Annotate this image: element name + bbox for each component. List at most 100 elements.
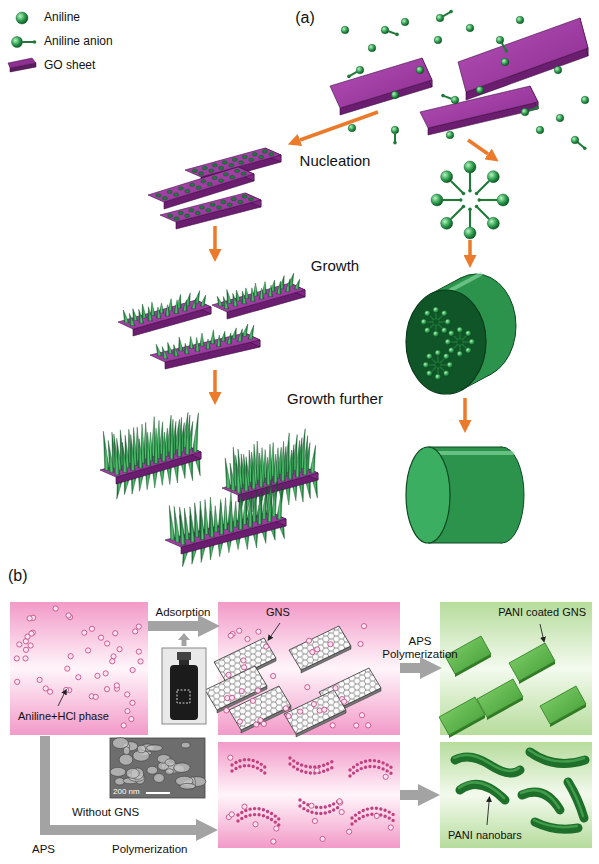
aniline-molecule: [125, 709, 130, 714]
go-sheet: [330, 58, 432, 108]
anion-tail: [427, 321, 433, 322]
polyaniline-spike: [181, 463, 186, 478]
polyaniline-spike: [131, 478, 136, 494]
polyaniline-spike: [195, 459, 200, 476]
aniline-molecule: [435, 350, 441, 356]
sem-texture: [154, 774, 165, 783]
process-arrow: [400, 790, 418, 800]
anion-tail: [437, 356, 438, 362]
aniline-molecule: [443, 354, 449, 360]
growing-tube: [406, 274, 516, 394]
aniline-molecule: [436, 14, 444, 22]
aniline-molecule: [391, 91, 399, 99]
leader-line: [271, 623, 280, 636]
aniline-molecule: [401, 18, 409, 26]
polyaniline-spike: [200, 333, 205, 346]
polyaniline-spike: [302, 436, 307, 475]
anion-tail: [454, 344, 458, 348]
anion-tail: [462, 344, 466, 348]
sem-texture: [147, 766, 158, 774]
panel-label: (a): [295, 9, 315, 27]
aniline-molecule: [226, 672, 231, 677]
nucleation-site: [248, 198, 253, 201]
aniline-molecule: [445, 319, 451, 325]
aniline-molecule: [425, 327, 431, 333]
nucleation-site: [242, 195, 247, 198]
aniline-molecule: [339, 809, 344, 814]
aniline-molecule: [110, 659, 115, 664]
nucleation-site: [249, 158, 254, 161]
aniline-molecule: [496, 36, 504, 44]
aniline-molecule: [464, 227, 476, 239]
polyaniline-spike: [210, 330, 215, 344]
anion-tail: [437, 323, 439, 325]
aniline-molecule: [423, 362, 429, 368]
nucleation-site: [178, 187, 183, 190]
anion-tail: [451, 341, 457, 342]
anion-tail: [535, 106, 539, 110]
aniline-molecule: [121, 723, 126, 728]
anion-tail: [461, 343, 463, 345]
aniline-molecule: [374, 813, 379, 818]
process-box: PANI nanobars: [440, 742, 592, 848]
anion-tail: [347, 75, 351, 79]
nucleation-site: [173, 193, 178, 196]
polyaniline-spike: [242, 291, 247, 304]
polyaniline-spike: [242, 324, 248, 336]
polyaniline-spike: [244, 536, 249, 550]
anion-tail: [451, 181, 464, 194]
aniline-molecule: [229, 695, 234, 700]
anion-tail: [430, 316, 434, 320]
aniline-molecule: [133, 629, 138, 634]
polyaniline-spike: [117, 482, 122, 499]
polyaniline-spike: [214, 506, 219, 532]
polyaniline-spike: [227, 333, 232, 344]
polyaniline-spike: [154, 428, 159, 463]
leader-line: [58, 694, 64, 706]
aniline-molecule: [328, 642, 333, 647]
go-sheet: [118, 300, 211, 329]
aniline-molecule: [95, 673, 100, 678]
anion-tail: [430, 324, 434, 328]
polyaniline-spike: [206, 339, 211, 349]
nucleation-site: [195, 211, 200, 214]
aniline-molecule: [330, 723, 335, 728]
anion-tail: [437, 368, 438, 374]
aniline-molecule: [138, 659, 143, 664]
polyaniline-spike: [225, 458, 231, 488]
polyaniline-spike: [174, 506, 180, 542]
aniline-molecule: [449, 347, 455, 353]
polyaniline-spike: [236, 538, 241, 550]
aniline-molecule: [93, 694, 98, 699]
anion-tail: [395, 33, 399, 37]
aniline-molecule: [241, 665, 246, 670]
polyaniline-spike: [195, 337, 200, 351]
aniline-molecule: [136, 624, 141, 629]
polyaniline-spike: [159, 303, 164, 313]
polyaniline-spike: [221, 331, 226, 341]
polyaniline-spike: [108, 440, 114, 472]
aniline-molecule: [68, 654, 73, 659]
aniline-molecule: [306, 638, 311, 643]
polyaniline-spike: [262, 282, 267, 294]
nucleation-site: [202, 166, 207, 169]
solution-background: [218, 742, 400, 848]
polyaniline-spike: [192, 550, 197, 565]
coated-flake: [540, 686, 586, 724]
polyaniline-spike: [227, 289, 232, 303]
polyaniline-spike: [237, 329, 242, 342]
aniline-molecule: [136, 649, 141, 654]
aniline-molecule: [130, 667, 135, 672]
polyaniline-spike: [188, 461, 193, 481]
anion-tail: [433, 319, 435, 321]
aniline-molecule: [256, 629, 261, 634]
anion-tail: [583, 146, 587, 150]
aniline-molecule: [516, 16, 524, 24]
edge-label-holder: Adsorption: [156, 606, 211, 619]
aniline-molecule: [309, 803, 314, 808]
polyaniline-spike: [277, 486, 283, 519]
aniline-molecule: [556, 114, 564, 122]
polyaniline-spike: [236, 290, 241, 301]
nucleation-site: [216, 206, 221, 209]
aniline-molecule: [366, 723, 371, 728]
